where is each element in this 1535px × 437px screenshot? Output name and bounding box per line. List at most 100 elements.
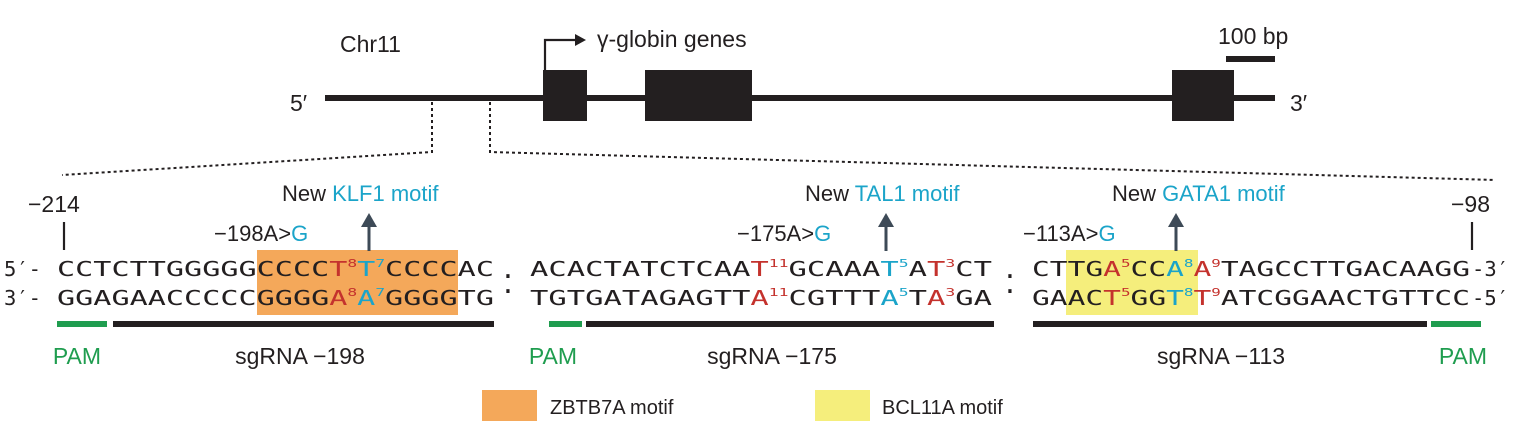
sequence-run: A (880, 286, 898, 310)
exon-3 (1172, 70, 1234, 121)
edit-klf1: New KLF1 motif −198A>G (214, 181, 439, 251)
gata1-arrowhead (1168, 213, 1184, 227)
sequence-run: T (329, 257, 347, 281)
sequence-run: GA (955, 286, 992, 310)
position-superscript: 5 (899, 286, 909, 299)
motif-name: TAL1 motif (855, 181, 961, 206)
pam-label-1: PAM (53, 343, 101, 369)
position-superscript: 5 (1121, 257, 1131, 270)
sequence-run: CCTCTTGGGGG (57, 257, 257, 281)
sequence-run: A (927, 286, 945, 310)
mutation-prefix: −175A> (737, 221, 814, 246)
legend-label-bcl11a: BCL11A motif (882, 397, 1003, 419)
position-superscript: 5 (899, 257, 909, 270)
sequence-run: TGTGATAGAGTT (530, 286, 750, 310)
sequence-run: T (927, 257, 945, 281)
sequence-run: GCAAA (789, 257, 881, 281)
zoom-line-left (61, 102, 433, 176)
tss-arrow-stem (543, 38, 575, 70)
top-strand-suffix: -3′ (1472, 257, 1509, 281)
motif-name: GATA1 motif (1162, 181, 1286, 206)
segment-separator-1: · (500, 262, 516, 292)
sequence-run: AC (458, 257, 494, 281)
sequence-run: CCCC (257, 257, 330, 281)
position-superscript: 7 (375, 286, 385, 299)
sequence-run: A (1193, 257, 1211, 281)
bcl11a-motif-box (1066, 250, 1198, 315)
sequence-run: T (750, 257, 768, 281)
sequence-run: A (1166, 257, 1184, 281)
exon-2 (645, 70, 752, 121)
sgrna-bar-113 (1033, 321, 1427, 327)
mutation-prefix: −198A> (214, 221, 291, 246)
sequence-run: GGGG (257, 286, 330, 310)
mutation-label-113: −113A>G (1023, 221, 1116, 246)
sequence-run: CCCC (385, 257, 458, 281)
sequence-run: A (909, 257, 927, 281)
position-superscript: 5 (1121, 286, 1131, 299)
sequence-run: CT (955, 257, 992, 281)
segment-separator-2: · (500, 277, 516, 307)
mutation-base: G (1098, 221, 1115, 246)
sequence-run: A (329, 286, 347, 310)
sgrna-bar-198 (113, 321, 494, 327)
sequence-run: TAGCCTTGACAAGG (1221, 257, 1470, 281)
segment-separator-4: · (1002, 277, 1018, 307)
pam-bar-3 (1431, 321, 1481, 327)
sequence-run: CT (1032, 257, 1068, 281)
sequence-run: A (357, 286, 375, 310)
five-prime-label: 5′ (290, 90, 307, 116)
mutation-label-175: −175A>G (737, 221, 831, 246)
position-superscript: 9 (1211, 257, 1221, 270)
position-superscript: 11 (769, 286, 789, 299)
pam-bar-1 (57, 321, 107, 327)
new-motif-klf1: New KLF1 motif (282, 181, 439, 206)
mutation-prefix: −113A> (1023, 221, 1098, 246)
sequence-run: A (750, 286, 768, 310)
bottom-strand-suffix: -5′ (1472, 286, 1509, 310)
scale-bar (1226, 56, 1275, 62)
zbtb7a-motif-box (257, 250, 458, 315)
edit-tal1: New TAL1 motif −175A>G (737, 181, 960, 251)
sequence-run: ATCGGAACTGTTCC (1221, 286, 1470, 310)
gene-label: γ-globin genes (597, 26, 747, 52)
sequence-run: GA (1032, 286, 1068, 310)
new-word: New (1112, 181, 1162, 206)
edit-gata1: New GATA1 motif −113A>G (1023, 181, 1286, 251)
tss-arrowhead (575, 34, 586, 46)
sequence-run: GGGG (385, 286, 458, 310)
zoom-line-right (489, 102, 1496, 181)
sequence-run: A (1103, 257, 1121, 281)
position-superscript: 9 (1211, 286, 1221, 299)
new-motif-tal1: New TAL1 motif (805, 181, 960, 206)
sequence-run: T (880, 257, 898, 281)
pam-label-2: PAM (529, 343, 577, 369)
klf1-arrowhead (361, 213, 377, 227)
sequence-run: TG (1068, 257, 1104, 281)
position-superscript: 8 (1184, 257, 1194, 270)
position-superscript: 3 (945, 257, 955, 270)
sequence-run: GGAGAACCCCC (57, 286, 257, 310)
sequence-run: T (357, 257, 375, 281)
legend-swatch-bcl11a (815, 390, 870, 421)
position-superscript: 8 (347, 286, 357, 299)
pam-label-3: PAM (1439, 343, 1487, 369)
segment-separator-3: · (1002, 262, 1018, 292)
scale-bar-label: 100 bp (1218, 23, 1288, 49)
sequence-run: CGTTT (789, 286, 881, 310)
position-superscript: 8 (1184, 286, 1194, 299)
tal1-arrowhead (878, 213, 894, 227)
position-superscript: 7 (375, 257, 385, 270)
mutation-base: G (291, 221, 308, 246)
new-word: New (805, 181, 855, 206)
sequence-run: GG (1131, 286, 1167, 310)
sequence-run: CC (1131, 257, 1167, 281)
